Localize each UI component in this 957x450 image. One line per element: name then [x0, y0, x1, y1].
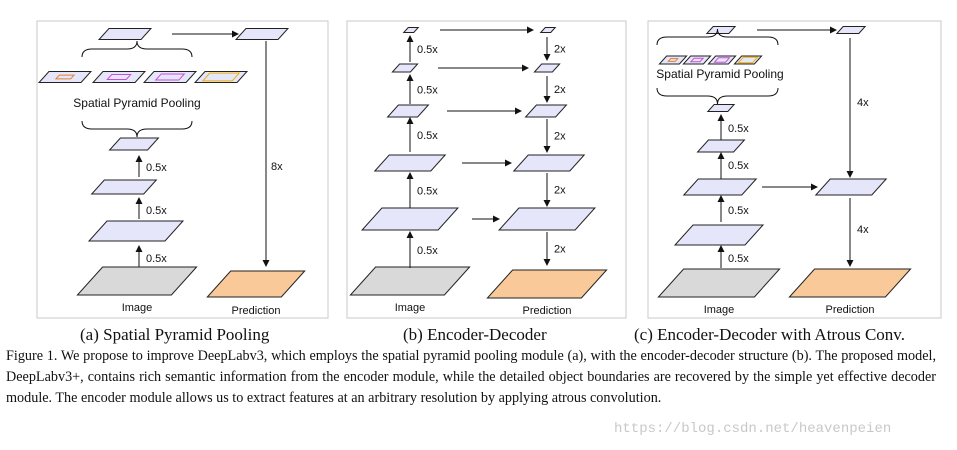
figure-caption: Figure 1. We propose to improve DeepLabv…: [6, 348, 936, 406]
c-label-1: 0.5x: [728, 253, 749, 265]
c-up-label-1: 4x: [857, 97, 869, 109]
b-down-label: 0.5x: [417, 186, 438, 198]
a-spp-cell: [37, 71, 93, 83]
a-bottom-brace: [81, 120, 193, 138]
b-decoder-feature: [539, 27, 557, 33]
c-spp-label: Spatial Pyramid Pooling: [656, 67, 783, 81]
c-decoder-feature: [814, 178, 888, 196]
a-label-2: 0.5x: [146, 205, 167, 217]
c-top-brace: [656, 28, 779, 46]
panel-c-caption: (c) Encoder-Decoder with Atrous Conv.: [634, 325, 905, 344]
b-prediction-label: Prediction: [523, 305, 572, 317]
a-spp-cell-inset: [201, 72, 241, 82]
b-image-label: Image: [395, 302, 426, 314]
c-pooled-feature: [705, 26, 737, 34]
a-feature-3: [108, 137, 160, 151]
b-down-label: 0.5x: [417, 85, 438, 97]
b-up-label: 2x: [554, 185, 566, 197]
a-spp-cell: [91, 71, 147, 83]
a-prediction-label: Prediction: [232, 305, 281, 317]
a-label-3: 0.5x: [146, 162, 167, 174]
b-up-label: 2x: [554, 84, 566, 96]
c-feature-1: [673, 224, 765, 246]
a-feature-1: [87, 220, 185, 242]
c-spp-cell-inset: [713, 57, 731, 63]
c-spp-cell-inset: [737, 56, 759, 64]
c-up-label-2: 4x: [857, 224, 869, 236]
c-input-image: [657, 268, 781, 298]
c-label-2: 0.5x: [728, 205, 749, 217]
a-label-1: 0.5x: [146, 253, 167, 265]
a-spp-cell: [142, 71, 198, 83]
b-input-image: [349, 266, 471, 296]
b-down-label: 0.5x: [417, 245, 438, 257]
b-encoder-feature: [391, 63, 419, 73]
c-label-3: 0.5x: [728, 160, 749, 172]
c-spp-cell: [733, 55, 763, 65]
b-encoder-feature: [402, 27, 420, 33]
c-image-label: Image: [704, 304, 735, 316]
a-spp-cell-inset: [54, 74, 76, 80]
b-up-label: 2x: [554, 44, 566, 56]
b-encoder-feature: [373, 154, 447, 172]
b-encoder-feature: [360, 207, 460, 231]
a-pooled-feature: [97, 28, 153, 40]
c-spp-cell-inset: [667, 58, 679, 62]
c-label-4: 0.5x: [728, 123, 749, 135]
c-feature-3: [696, 139, 746, 153]
c-feature-4: [706, 104, 736, 112]
c-prediction: [788, 268, 912, 298]
b-up-label: 2x: [554, 244, 566, 256]
watermark: https://blog.csdn.net/heavenpeien: [614, 421, 892, 437]
b-down-label: 0.5x: [417, 44, 438, 56]
a-feature-2: [90, 179, 158, 195]
b-down-label: 0.5x: [417, 130, 438, 142]
a-spp-label: Spatial Pyramid Pooling: [73, 96, 200, 110]
a-image-label: Image: [122, 302, 153, 314]
c-upsampled-feature: [835, 26, 867, 34]
a-prediction: [206, 270, 306, 298]
b-up-label: 2x: [554, 131, 566, 143]
b-prediction: [486, 269, 608, 299]
diagram: Spatial Pyramid Pooling 0.5x 0.5x 0.5xImage…: [36, 20, 942, 319]
panel-a-caption: (a) Spatial Pyramid Pooling: [80, 325, 270, 344]
a-top-brace: [81, 40, 193, 58]
b-decoder-feature: [533, 63, 561, 73]
a-spp-cell-inset: [154, 73, 186, 81]
b-encoder-feature: [386, 104, 430, 118]
a-spp-cell-inset: [106, 74, 132, 80]
a-spp-cell: [193, 71, 249, 83]
b-decoder-feature: [512, 154, 586, 172]
c-spp-cell: [658, 55, 688, 65]
a-upsampled-feature: [234, 28, 290, 40]
c-prediction-label: Prediction: [826, 304, 875, 316]
b-decoder-feature: [524, 104, 568, 118]
c-feature-2: [682, 178, 758, 196]
a-up-label: 8x: [271, 161, 283, 173]
a-input-image: [76, 266, 198, 296]
panel-b-caption: (b) Encoder-Decoder: [403, 325, 547, 344]
b-decoder-feature: [497, 207, 597, 231]
c-spp-cell-inset: [689, 57, 705, 63]
